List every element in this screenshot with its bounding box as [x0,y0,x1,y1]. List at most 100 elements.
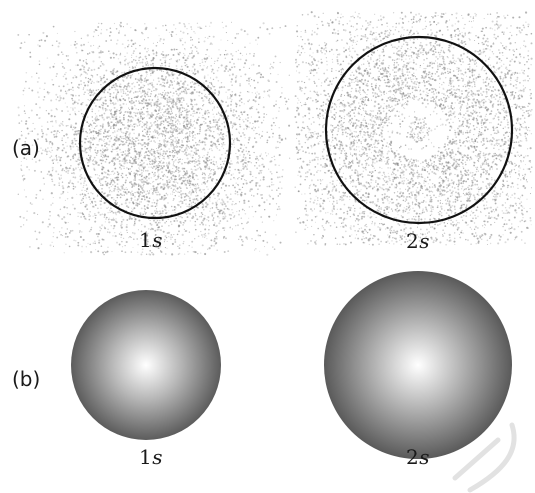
gas-particle [238,238,240,240]
gas-particle [267,153,269,155]
gas-particle [165,128,168,130]
gas-particle [170,58,172,60]
gas-particle [183,120,186,123]
gas-particle [138,170,140,172]
gas-particle [133,125,136,128]
gas-particle [115,96,118,99]
gas-particle [97,177,100,180]
gas-particle [135,183,137,186]
gas-particle [76,160,78,163]
gas-particle [211,135,214,138]
gas-particle [151,124,153,126]
gas-particle [97,233,99,235]
gas-particle [238,213,240,216]
gas-particle [228,166,231,169]
gas-particle [120,110,122,112]
gas-particle [208,167,211,170]
gas-particle [86,62,88,65]
gas-particle [267,94,270,97]
gas-particle [420,44,423,47]
gas-particle [140,75,142,77]
gas-particle [23,152,25,154]
gas-particle [50,131,53,134]
gas-particle [171,35,173,37]
gas-particle [82,213,85,215]
gas-particle [129,173,131,176]
gas-particle [83,93,85,95]
gas-particle [229,227,231,229]
gas-particle [169,185,171,188]
gas-particle [196,119,199,121]
gas-particle [116,171,119,173]
gas-particle [161,120,163,122]
gas-particle [144,177,147,180]
gas-particle [268,136,271,139]
gas-particle [119,52,122,54]
gas-particle [144,95,146,97]
gas-particle [67,58,69,61]
gas-particle [193,98,196,101]
gas-particle [261,221,264,223]
gas-particle [147,50,149,52]
gas-particle [135,100,137,102]
gas-particle [97,134,100,137]
gas-particle [150,125,153,127]
gas-particle [164,80,166,82]
gas-particle [388,68,390,70]
gas-particle [129,132,131,134]
gas-particle [350,121,353,123]
gas-particle [159,151,161,153]
gas-particle [76,64,79,67]
gas-particle [279,241,282,244]
gas-particle [522,109,524,112]
gas-particle [295,231,297,234]
gas-particle [147,203,150,206]
gas-particle [103,91,105,94]
gas-particle [149,150,152,152]
gas-particle [86,121,89,124]
gas-particle [116,93,118,95]
gas-particle [97,250,100,253]
gas-particle [380,62,383,65]
gas-particle [142,186,144,189]
gas-particle [134,218,137,221]
gas-particle [88,100,90,102]
gas-particle [108,231,111,234]
gas-particle [221,209,223,212]
gas-particle [60,174,62,177]
gas-particle [124,63,127,66]
gas-particle [189,162,191,164]
gas-particle [186,149,188,151]
gas-particle [174,212,176,214]
gas-particle [98,239,101,242]
gas-particle [213,164,216,166]
gas-particle [171,158,174,161]
gas-particle [200,123,202,125]
gas-particle [103,216,106,218]
gas-particle [176,136,179,139]
gas-particle [142,33,144,35]
gas-particle [82,60,85,62]
gas-particle [182,99,185,102]
gas-particle [201,68,204,71]
gas-particle [287,107,289,109]
gas-particle [108,143,110,146]
gas-particle [144,135,146,138]
gas-particle [212,78,215,81]
gas-particle [177,139,180,142]
gas-particle [211,70,213,73]
gas-particle [194,169,197,171]
gas-particle [168,161,170,163]
gas-particle [235,75,238,77]
gas-particle [141,99,144,103]
gas-particle [218,198,220,200]
gas-particle [94,174,97,176]
gas-particle [209,126,212,129]
gas-particle [156,201,158,203]
gas-particle [186,162,188,164]
gas-particle [115,221,118,224]
gas-particle [214,222,216,224]
gas-particle [96,132,98,135]
gas-particle [485,40,488,42]
gas-particle [166,194,169,196]
